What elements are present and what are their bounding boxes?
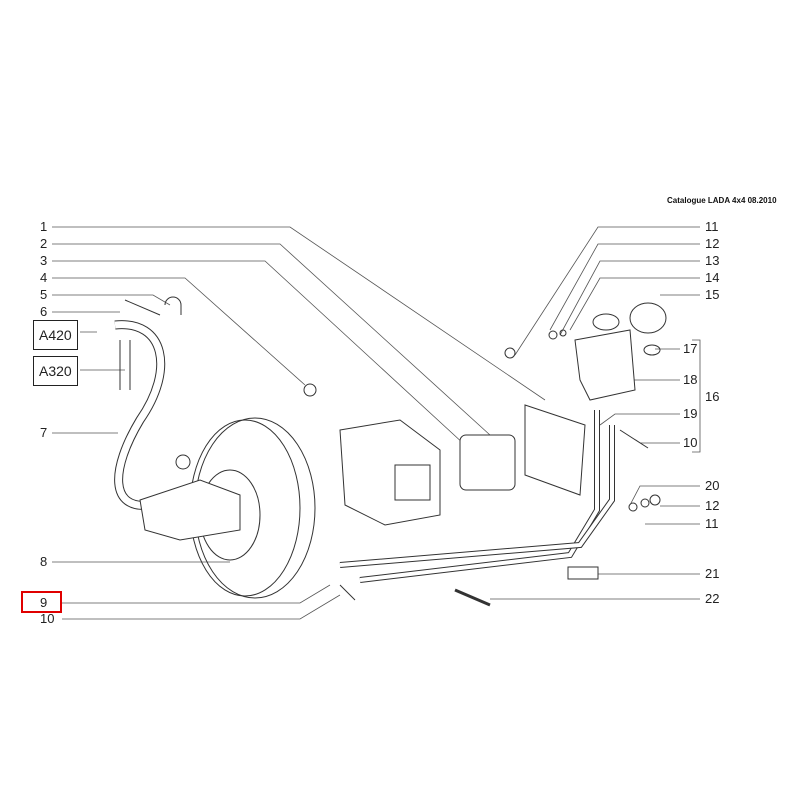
callout-10-right: 10 [683, 435, 698, 450]
callout-3: 3 [40, 253, 48, 268]
callout-6: 6 [40, 304, 48, 319]
callout-1: 1 [40, 219, 48, 234]
callout-10: 10 [40, 611, 55, 626]
callout-11-lower: 11 [705, 516, 719, 531]
callout-18: 18 [683, 372, 698, 387]
callout-12-lower: 12 [705, 498, 720, 513]
callout-20: 20 [705, 478, 720, 493]
callout-16: 16 [705, 389, 720, 404]
callout-2: 2 [40, 236, 48, 251]
callout-9: 9 [40, 595, 48, 610]
callout-19: 19 [683, 406, 698, 421]
callout-22: 22 [705, 591, 720, 606]
catalogue-caption: Catalogue LADA 4x4 08.2010 [667, 196, 777, 205]
ref-box-a320[interactable]: A320 [33, 356, 78, 386]
callout-12: 12 [705, 236, 720, 251]
ref-box-a420[interactable]: A420 [33, 320, 78, 350]
highlight-box-callout-9 [21, 591, 62, 613]
callout-13: 13 [705, 253, 720, 268]
callout-14: 14 [705, 270, 720, 285]
callout-5: 5 [40, 287, 48, 302]
callout-7: 7 [40, 425, 48, 440]
callout-11: 11 [705, 219, 719, 234]
callout-21: 21 [705, 566, 720, 581]
callout-17: 17 [683, 341, 698, 356]
callout-15: 15 [705, 287, 720, 302]
callout-4: 4 [40, 270, 48, 285]
callout-8: 8 [40, 554, 48, 569]
